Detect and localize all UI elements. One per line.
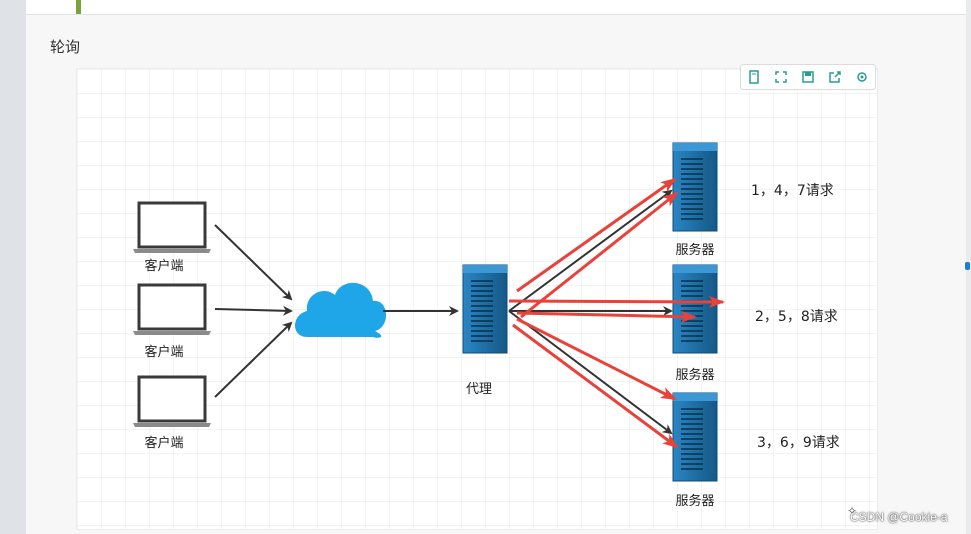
section-heading: 轮询 (50, 38, 81, 56)
resize-handle-icon[interactable]: ✧ (847, 504, 857, 518)
server-icon-3 (672, 392, 718, 482)
red-arrow-1a (516, 177, 677, 293)
page-icon[interactable] (745, 68, 763, 86)
server-icon-2 (672, 264, 718, 354)
server-label-1: 服务器 (675, 242, 714, 258)
top-strip (26, 0, 966, 15)
red-arrow-1b (520, 191, 679, 319)
red-arrow-2b (516, 310, 697, 323)
arrow-client2-cloud (214, 305, 293, 316)
server-requests-1: 1，4，7请求 (751, 183, 834, 199)
settings-icon[interactable] (853, 68, 871, 86)
red-arrow-3b (512, 323, 679, 449)
arrow-proxy-server1 (508, 189, 673, 312)
client-laptop-1 (131, 201, 213, 255)
client-label-1: 客户端 (144, 258, 183, 274)
server-icon-1 (672, 142, 718, 232)
diagram-canvas: 客户端 客户端 客户端 代理 服务器 服务器 服务器 (76, 68, 878, 530)
arrow-proxy-server3 (508, 310, 673, 435)
top-accent-bar (76, 0, 81, 14)
server-label-2: 服务器 (675, 367, 714, 383)
arrow-client1-cloud (214, 224, 293, 301)
watermark: CSDN @Cookie-a (850, 510, 948, 524)
save-icon[interactable] (799, 68, 817, 86)
fullscreen-icon[interactable] (772, 68, 790, 86)
left-gutter (0, 0, 26, 534)
client-laptop-2 (131, 283, 213, 337)
diagram-toolbar (740, 64, 876, 90)
export-icon[interactable] (826, 68, 844, 86)
cloud-icon (295, 282, 387, 338)
arrow-client3-cloud (214, 321, 293, 398)
proxy-server-icon (462, 264, 508, 354)
server-requests-3: 3，6，9请求 (757, 435, 840, 451)
proxy-label: 代理 (466, 382, 492, 397)
scroll-indicator[interactable] (965, 262, 970, 270)
server-requests-2: 2，5，8请求 (755, 309, 838, 325)
server-label-3: 服务器 (675, 493, 714, 509)
client-label-3: 客户端 (144, 435, 183, 451)
client-label-2: 客户端 (144, 344, 183, 360)
client-laptop-3 (131, 375, 213, 429)
red-arrow-3a (516, 317, 677, 401)
red-arrow-2a (508, 295, 725, 308)
diagram-svg: 客户端 客户端 客户端 代理 服务器 服务器 服务器 (77, 69, 877, 529)
